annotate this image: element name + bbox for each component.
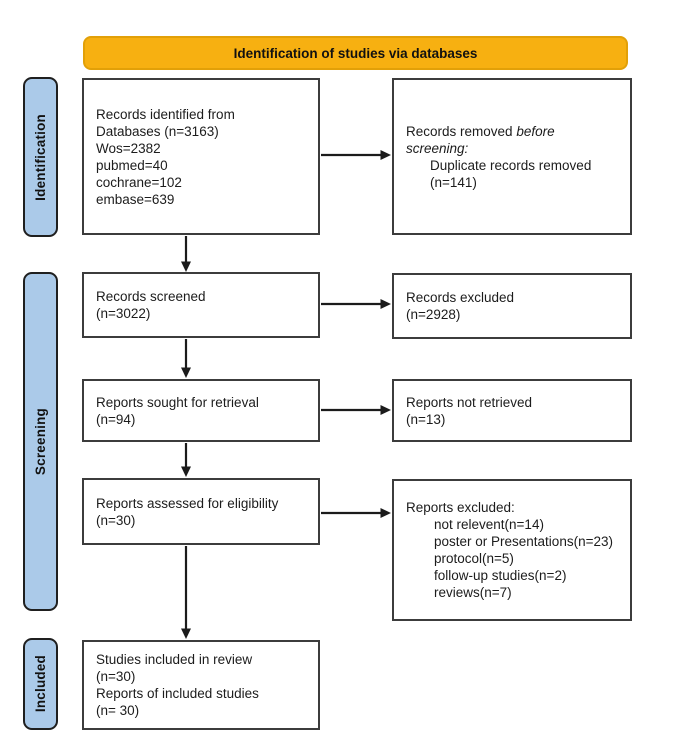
arrow-sought-to-not-retrieved (321, 405, 391, 415)
stage-label-screening: Screening (23, 272, 58, 611)
text-line: protocol(n=5) (434, 551, 514, 566)
arrow-identified-to-removed (321, 150, 391, 160)
text-line: not relevent(n=14) (434, 517, 544, 532)
text-line: Studies included in review (96, 652, 253, 667)
text-line: Records identified from (96, 106, 235, 122)
box-records-excluded: Records excluded (n=2928) (392, 273, 632, 339)
text-line: embase=639 (96, 191, 175, 207)
stage-label-included: Included (23, 638, 58, 730)
arrow-screened-to-sought (181, 339, 191, 378)
stage-label-identification-text: Identification (33, 113, 48, 201)
text-line: poster or Presentations(n=23) (434, 534, 613, 549)
text-segment-italic: before (516, 123, 555, 139)
text-line: Reports sought for retrieval (96, 394, 259, 410)
text-line: (n=30) (96, 669, 136, 684)
text-line: cochrane=102 (96, 174, 182, 190)
text-line: Wos=2382 (96, 140, 161, 156)
text-line: (n= 30) (96, 703, 140, 718)
arrow-sought-to-assessed (181, 443, 191, 477)
text-line: (n=3022) (96, 306, 151, 321)
text-line: Databases (n=3163) (96, 123, 219, 139)
text-line: Reports assessed for eligibility (96, 495, 279, 511)
text-line: Records screened (96, 289, 206, 304)
text-line: follow-up studies(n=2) (434, 568, 567, 583)
text-line: pubmed=40 (96, 157, 168, 173)
arrow-screened-to-excluded (321, 299, 391, 309)
stage-label-included-text: Included (33, 655, 48, 713)
text-segment-italic: screening: (406, 140, 469, 156)
box-reports-not-retrieved: Reports not retrieved (n=13) (392, 379, 632, 442)
text-line: reviews(n=7) (434, 585, 512, 600)
text-line: Duplicate records removed (430, 157, 592, 173)
arrow-assessed-to-excluded (321, 508, 391, 518)
text-line: Records removed before (406, 123, 622, 140)
box-reports-sought: Reports sought for retrieval (n=94) (82, 379, 320, 442)
arrow-assessed-to-included (181, 546, 191, 639)
text-line: (n=30) (96, 512, 136, 528)
box-records-identified: Records identified from Databases (n=316… (82, 78, 320, 235)
text-line: screening: (406, 140, 622, 157)
box-records-screened: Records screened (n=3022) (82, 272, 320, 338)
text-segment: Records removed (406, 123, 513, 139)
banner-title: Identification of studies via databases (83, 36, 628, 70)
box-records-removed: Records removed before screening: Duplic… (392, 78, 632, 235)
text-line: (n=141) (430, 174, 477, 190)
arrow-identified-to-screened (181, 236, 191, 272)
text-line: Reports excluded: (406, 500, 515, 515)
box-reports-assessed: Reports assessed for eligibility (n=30) (82, 478, 320, 545)
text-line: Records excluded (406, 290, 515, 305)
text-line: (n=13) (406, 411, 446, 427)
box-reports-excluded: Reports excluded: not relevent(n=14) pos… (392, 479, 632, 621)
text-line: Reports not retrieved (406, 394, 533, 410)
box-studies-included: Studies included in review (n=30) Report… (82, 640, 320, 730)
stage-label-screening-text: Screening (33, 407, 48, 476)
text-line: Reports of included studies (96, 686, 259, 701)
text-line: (n=94) (96, 411, 136, 427)
stage-label-identification: Identification (23, 77, 58, 237)
text-line: (n=2928) (406, 307, 461, 322)
